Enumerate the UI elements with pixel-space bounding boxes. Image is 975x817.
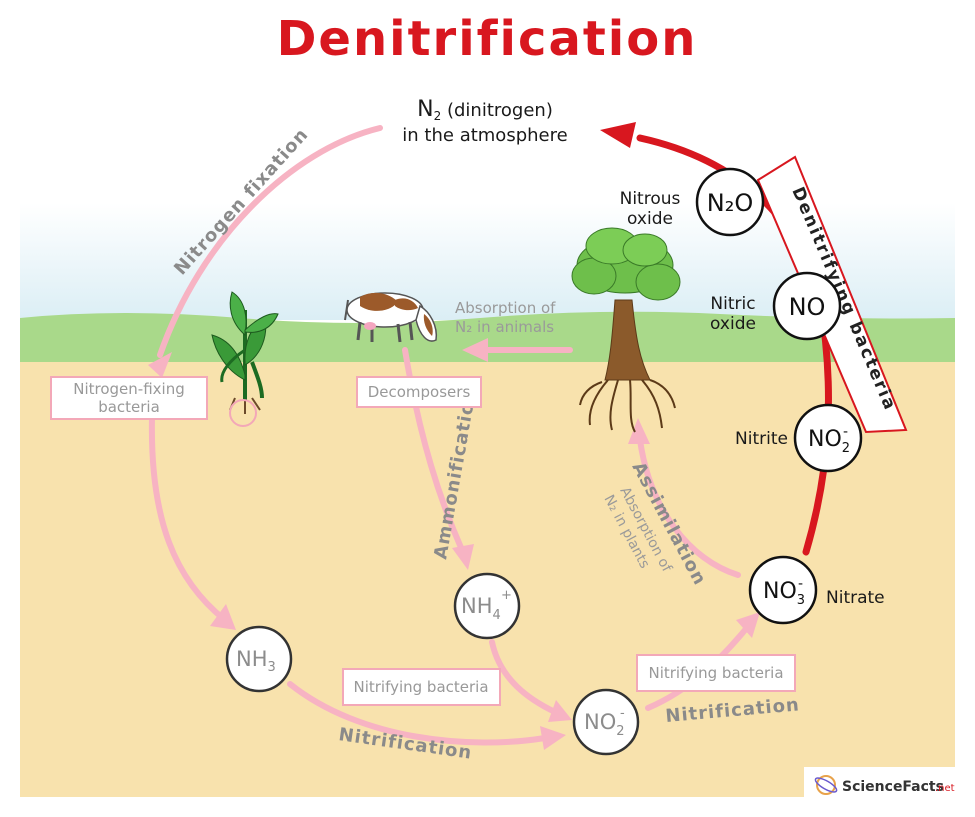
nitrifying-bacteria-box-1: Nitrifying bacteria xyxy=(342,668,501,706)
no-formula: NO xyxy=(789,293,826,321)
no-node: NO Nitric oxide xyxy=(710,271,842,341)
diagram-title: Denitrification xyxy=(277,11,698,67)
svg-text:Nitrogen-fixing: Nitrogen-fixing xyxy=(73,380,184,398)
n2o-formula: N₂O xyxy=(707,189,753,217)
ammonia-node: NH3 xyxy=(225,625,293,693)
nitrite-red-node: NO2 - Nitrite xyxy=(735,403,863,473)
nitrogen-fixing-bacteria-box: Nitrogen-fixing bacteria xyxy=(50,376,208,420)
atmosphere-label-line2: in the atmosphere xyxy=(402,125,567,146)
sciencefacts-logo: ScienceFacts .net xyxy=(804,767,956,803)
n2o-node: N₂O Nitrous oxide xyxy=(620,167,765,237)
plant-icon xyxy=(211,291,279,427)
nitrite-name: Nitrite xyxy=(735,429,788,449)
logo-text: ScienceFacts xyxy=(842,779,944,795)
assimilation-arrow xyxy=(637,437,741,578)
no-name-2: oxide xyxy=(710,314,756,334)
assimilation-arrowhead xyxy=(628,418,650,444)
nitrate-formula: NO3 xyxy=(763,579,805,608)
denitrification-arrowhead xyxy=(600,122,636,148)
animal-absorption-label-2: N₂ in animals xyxy=(455,318,554,336)
nitrifying-bacteria-box-2: Nitrifying bacteria xyxy=(636,654,796,692)
logo-suffix: .net xyxy=(935,783,955,794)
nitrite-gray-charge: - xyxy=(620,706,625,721)
n2o-name-2: oxide xyxy=(627,209,673,229)
nitrogen-fixation-arrow xyxy=(157,125,383,358)
svg-text:Decomposers: Decomposers xyxy=(368,383,471,401)
nitrogen-fixation-arrowhead xyxy=(148,352,172,378)
fixing-to-ammonia-arrowhead xyxy=(210,604,236,630)
ammonia-to-nitrite-arrowhead xyxy=(540,726,566,750)
cow-icon xyxy=(344,292,438,343)
nitrite-gray-formula: NO2 xyxy=(584,710,625,739)
tree-icon xyxy=(571,227,681,433)
nitrite-red-formula: NO2 xyxy=(808,427,850,456)
svg-text:bacteria: bacteria xyxy=(98,398,160,416)
fixing-to-ammonia-arrow xyxy=(148,415,228,623)
ammonia-formula: NH3 xyxy=(236,647,276,675)
animal-absorption-label-1: Absorption of xyxy=(455,299,556,317)
no-name-1: Nitric xyxy=(710,294,755,314)
nitrate-name: Nitrate xyxy=(826,588,885,608)
plant-to-animal-arrowhead xyxy=(462,338,488,362)
ammonium-formula: NH4 xyxy=(461,594,501,623)
nitrate-node: NO3 - Nitrate xyxy=(748,555,885,625)
svg-text:Nitrifying bacteria: Nitrifying bacteria xyxy=(648,664,783,682)
decomposers-box: Decomposers xyxy=(356,376,482,408)
svg-text:Nitrifying bacteria: Nitrifying bacteria xyxy=(353,678,488,696)
ammonium-to-nitrite-arrow xyxy=(489,639,558,715)
nitrite-red-charge: - xyxy=(843,424,848,440)
atmosphere-label-line1: N2 (dinitrogen) xyxy=(417,97,553,123)
ammonium-charge: + xyxy=(501,588,512,603)
ammonification-arrowhead xyxy=(452,544,474,570)
n2o-name-1: Nitrous xyxy=(620,189,681,209)
nitrate-charge: - xyxy=(798,576,803,592)
nitrite-to-nitrate-arrowhead xyxy=(736,612,760,638)
atom-icon xyxy=(816,775,836,795)
ammonia-to-nitrite-arrow xyxy=(287,681,548,746)
ammonium-to-nitrite-arrowhead xyxy=(548,700,572,722)
ammonium-node: NH4 + xyxy=(453,572,521,640)
nitrite-gray-node: NO2 - xyxy=(572,688,640,756)
